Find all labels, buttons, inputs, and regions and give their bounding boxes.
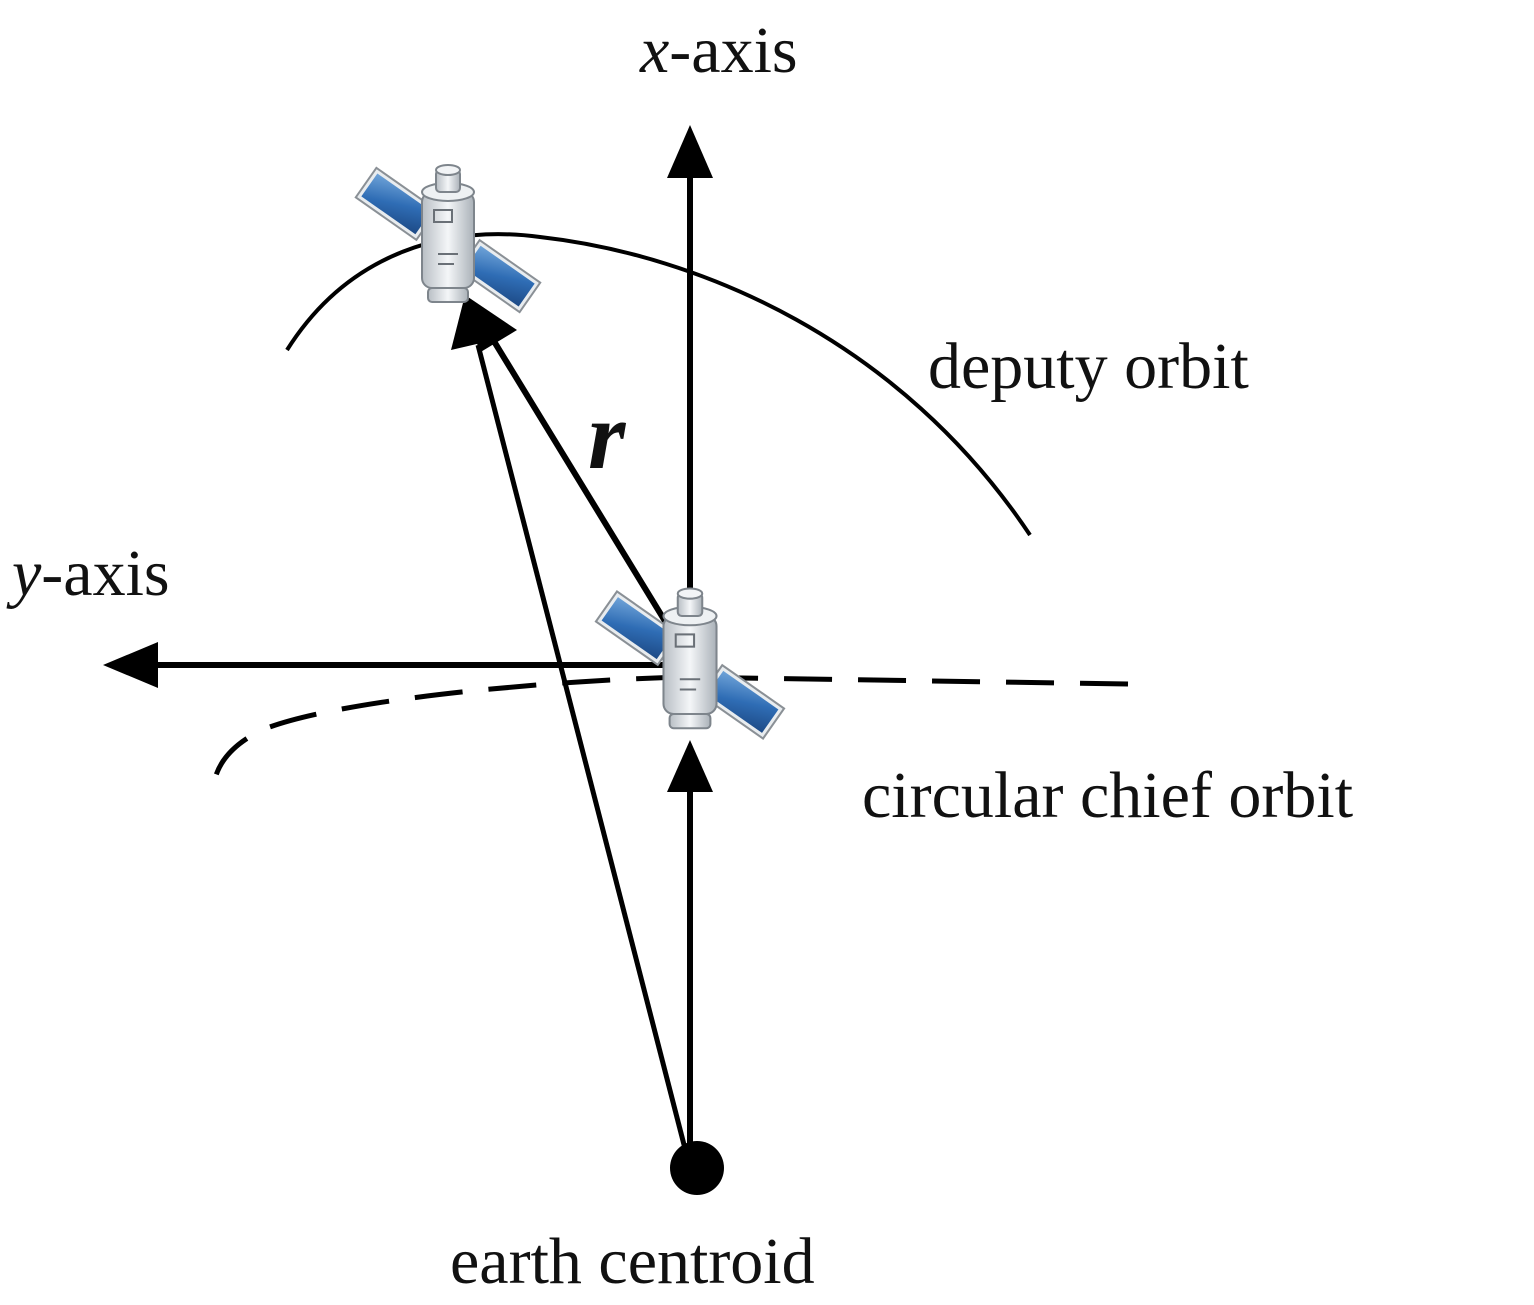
y-axis-arrow bbox=[103, 642, 690, 688]
earth-to-deputy-vector bbox=[451, 295, 693, 1169]
deputy-satellite-icon bbox=[354, 164, 542, 314]
chief-orbit-label: circular chief orbit bbox=[862, 759, 1353, 832]
earth-centroid-label: earth centroid bbox=[450, 1225, 815, 1298]
chief-orbit-path bbox=[210, 674, 1129, 798]
relative-position-vector-r bbox=[468, 297, 693, 664]
vector-r-label: r bbox=[588, 382, 627, 489]
earth-centroid-dot-icon bbox=[670, 1141, 724, 1195]
earth-to-chief-vector bbox=[667, 740, 713, 1168]
deputy-orbit-label: deputy orbit bbox=[928, 330, 1249, 403]
deputy-orbit-path bbox=[285, 232, 1032, 537]
x-axis-arrow bbox=[667, 125, 713, 665]
y-axis-label: y-axis bbox=[6, 537, 170, 610]
x-axis-label: x-axis bbox=[639, 14, 798, 87]
